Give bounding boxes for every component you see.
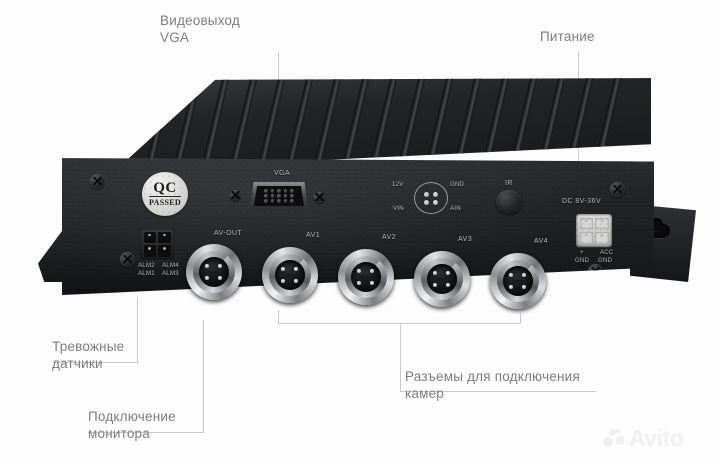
av-out-port[interactable] (186, 244, 242, 300)
qc-sticker-divider (149, 196, 181, 197)
leader-line-cameras-bracket-right (520, 312, 521, 324)
dc-input-label: DC 8V-36V (562, 198, 602, 205)
av1-port[interactable] (262, 247, 318, 303)
screw-vga-right (314, 192, 325, 203)
power-connector-label-gnd-left: GND (575, 258, 590, 264)
vga-port-label: VGA (274, 170, 291, 177)
avito-logo-icon (603, 428, 625, 449)
av1-port-label: AV1 (306, 232, 321, 239)
screw-top-right (610, 182, 625, 197)
screw-vga-left (230, 190, 241, 201)
round-4pin-connector[interactable] (414, 182, 448, 214)
av2-port[interactable] (338, 249, 394, 305)
vga-port[interactable] (250, 182, 308, 210)
leader-line-monitor-horizontal (88, 432, 204, 433)
alarm-label-alm3: ALM3 (162, 271, 179, 277)
avito-watermark: Avito (603, 425, 684, 452)
callout-label-monitor-connection: Подключение монитора (88, 409, 176, 441)
heatsink-top-deck (115, 78, 651, 170)
av2-port-label: AV2 (382, 234, 397, 241)
callout-label-power: Питание (540, 29, 595, 44)
ir-sensor-label: IR (505, 180, 513, 187)
round-connector-label-ain: AIN (450, 206, 461, 212)
round-connector-label-gnd: GND (450, 182, 465, 188)
av3-port[interactable] (414, 251, 470, 307)
callout-label-alarm-sensors: Тревожные датчики (52, 339, 125, 371)
qc-sticker-bottom-text: PASSED (149, 198, 181, 207)
alarm-label-alm2: ALM2 (138, 263, 155, 269)
leader-line-cameras-vertical (400, 323, 401, 391)
av4-port-label: AV4 (534, 238, 549, 245)
av-out-port-label: AV-OUT (214, 230, 243, 237)
alarm-label-alm1: ALM1 (138, 271, 155, 277)
callout-label-camera-connectors: Разъемы для подключения камер (405, 369, 580, 401)
ir-receiver (496, 190, 522, 214)
screw-bottom-right (588, 264, 603, 279)
power-connector-label-gnd-right: GND (598, 258, 613, 264)
round-connector-label-12v: 12V (392, 182, 404, 188)
screw-bottom-left (120, 252, 135, 267)
power-connector-label-plus: + (580, 250, 584, 256)
power-connector-label-acc: ACC (600, 250, 614, 256)
screw-top-left (90, 174, 105, 189)
qc-sticker-top-text: QC (153, 180, 177, 196)
leader-line-alarm-horizontal (52, 362, 138, 363)
av3-port-label: AV3 (458, 236, 473, 243)
round-connector-label-vin: VIN (393, 206, 404, 212)
qc-passed-sticker: QC PASSED (142, 172, 188, 216)
avito-watermark-text: Avito (629, 425, 684, 451)
alarm-label-alm4: ALM4 (162, 263, 179, 269)
leader-line-monitor-vertical (203, 320, 204, 432)
callout-label-vga: Видеовыход VGA (160, 13, 241, 45)
av4-port[interactable] (490, 253, 546, 309)
power-connector[interactable] (576, 214, 612, 247)
leader-line-cameras-horizontal (400, 391, 596, 392)
mobile-dvr-device: QC PASSED VGA 12V GND VIN AIN (38, 78, 696, 323)
leader-line-cameras-bracket-left (278, 310, 279, 324)
alarm-sensor-connector[interactable] (140, 228, 174, 260)
leader-line-cameras-bracket (278, 323, 521, 324)
leader-line-alarm-vertical (137, 297, 138, 362)
